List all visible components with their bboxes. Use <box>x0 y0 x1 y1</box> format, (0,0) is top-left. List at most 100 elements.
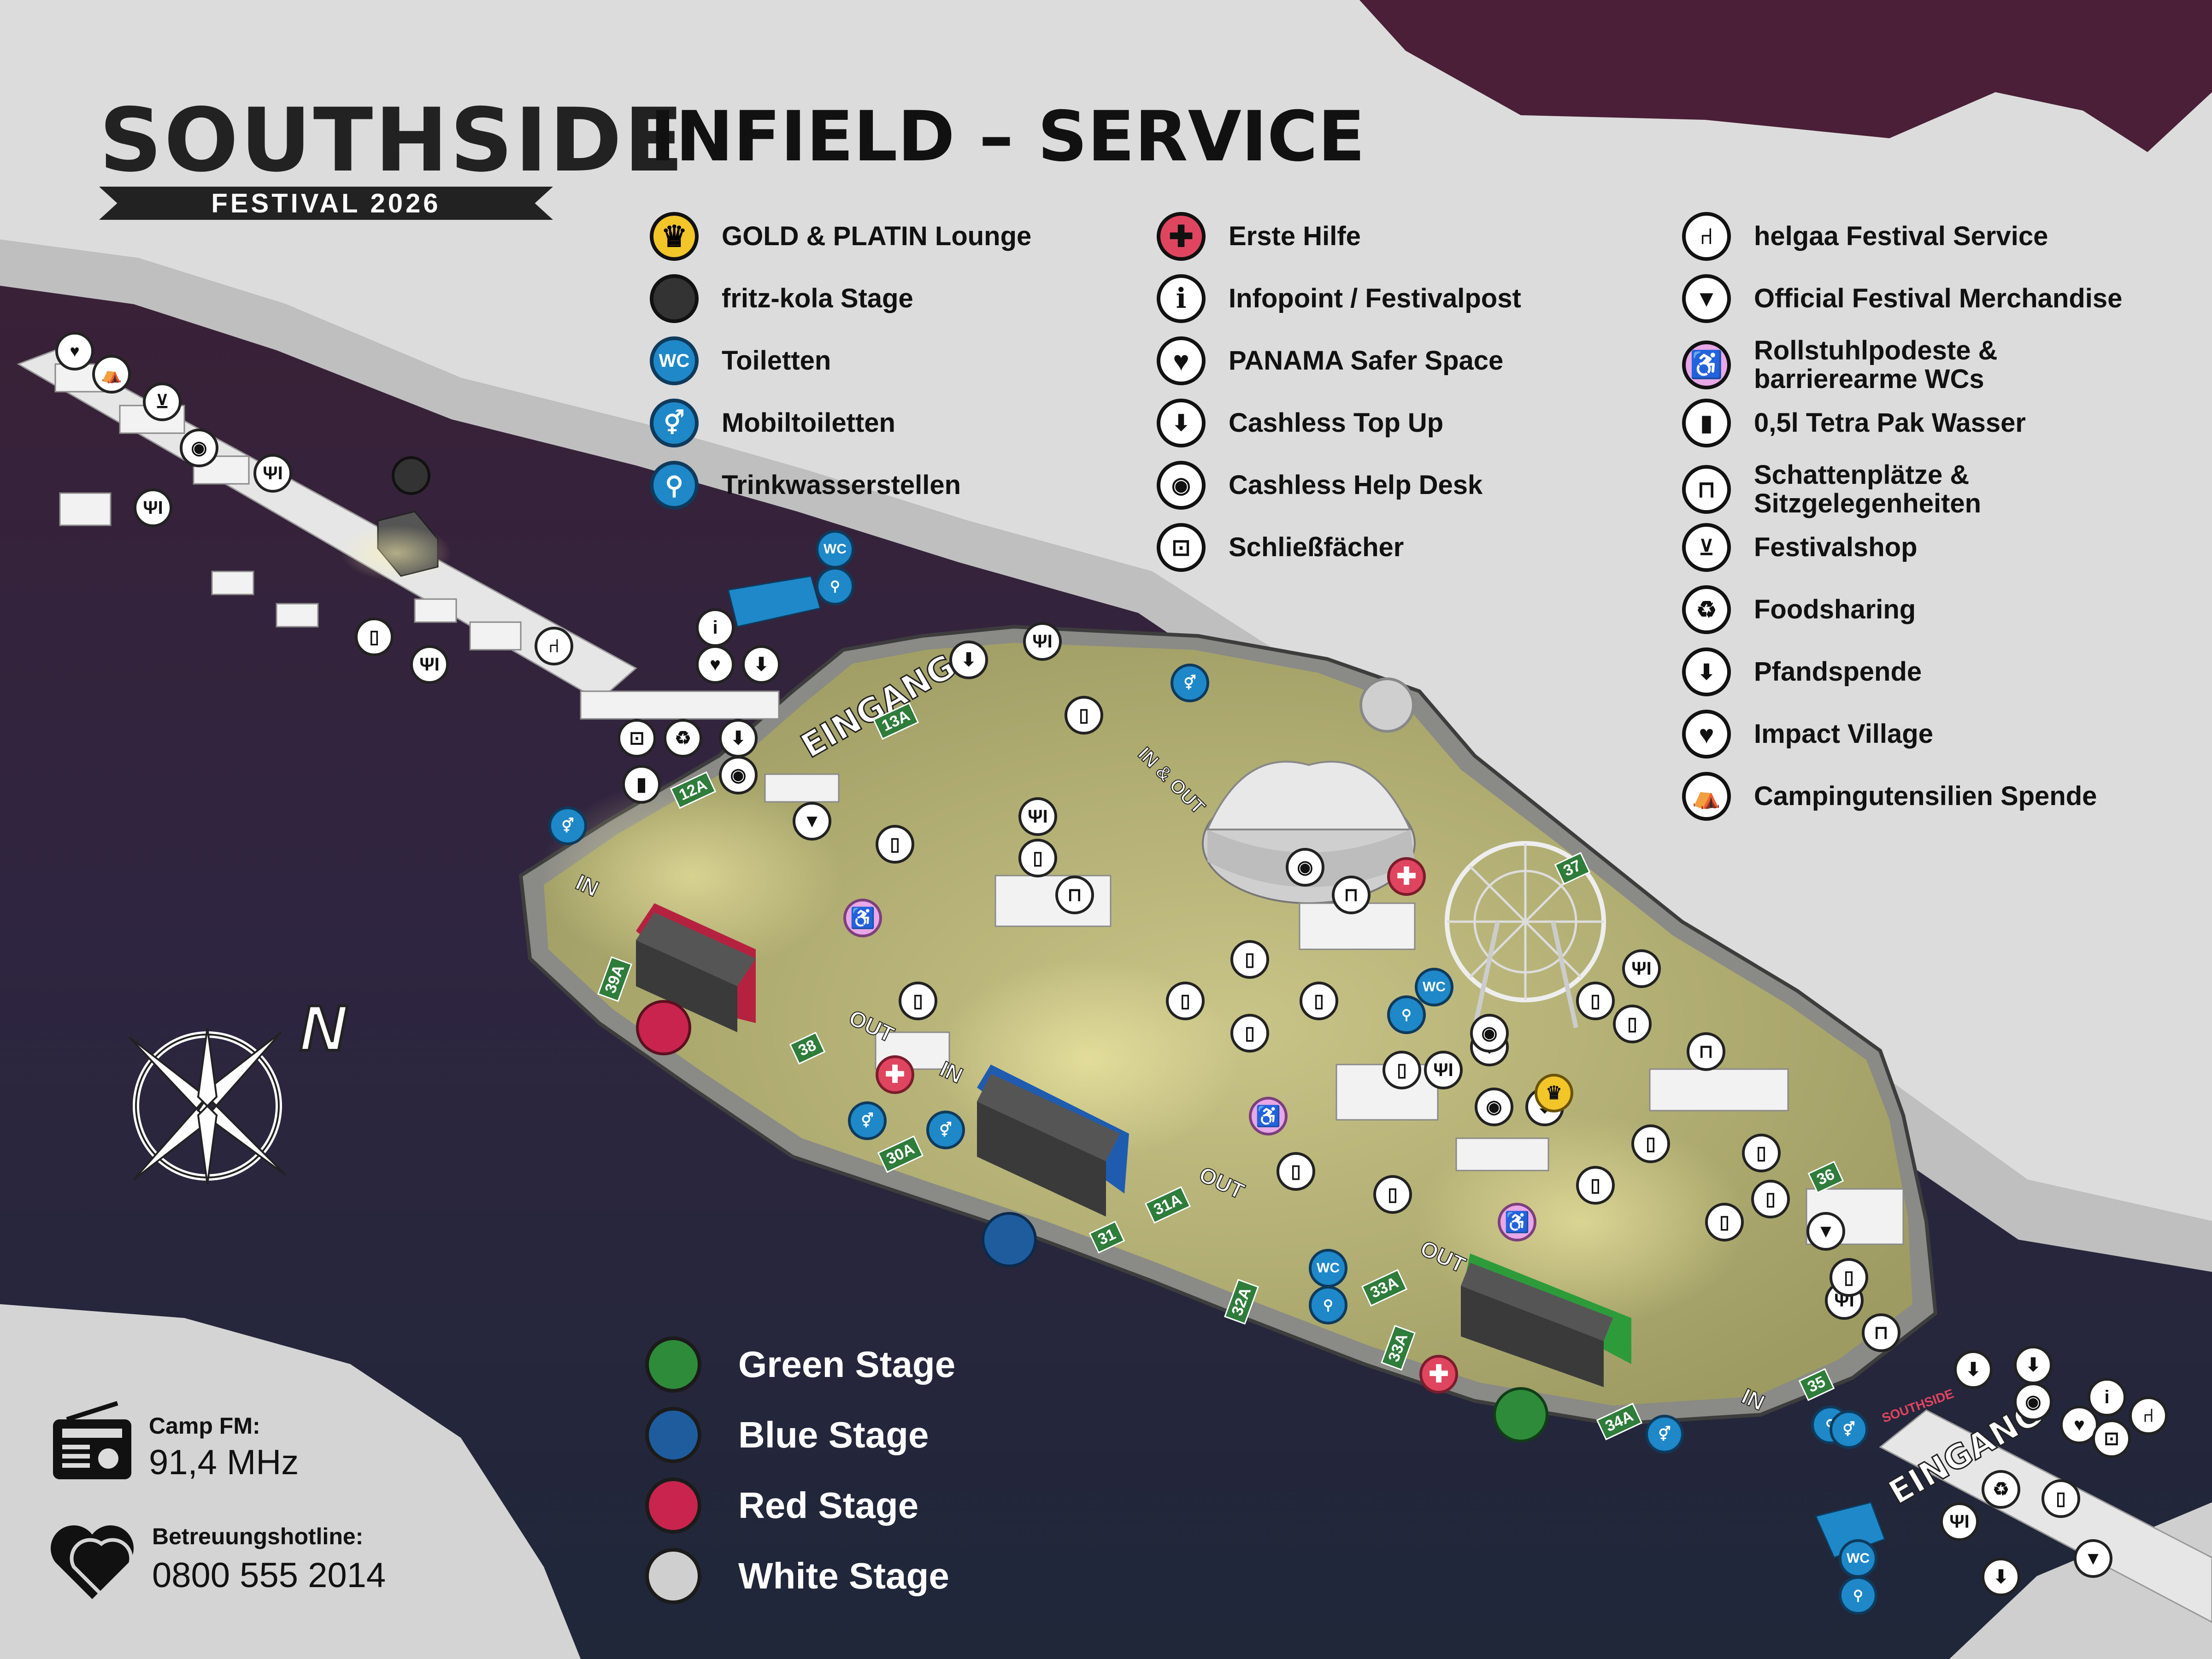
bench-icon[interactable]: ⊓ <box>1862 1313 1900 1352</box>
cashless-help-icon[interactable]: ◉ <box>1286 848 1324 887</box>
first-aid-icon[interactable]: ✚ <box>1419 1355 1458 1394</box>
drink-icon[interactable]: ▯ <box>1300 982 1338 1020</box>
mobile-toilet-icon[interactable]: ⚥ <box>848 1101 887 1140</box>
cashless-help-icon[interactable]: ◉ <box>719 756 758 794</box>
white-stage-icon[interactable] <box>1359 677 1415 733</box>
chair-icon[interactable]: ⑁ <box>535 627 573 665</box>
water-tap-icon[interactable]: ⚲ <box>1309 1286 1347 1324</box>
lock-icon[interactable]: ⊡ <box>2092 1419 2131 1458</box>
drink-icon[interactable]: ▯ <box>1230 1014 1269 1053</box>
mobile-toilet-icon[interactable]: ⚥ <box>1171 664 1209 702</box>
drink-icon[interactable]: ▯ <box>1830 1258 1868 1297</box>
cashless-topup-icon[interactable]: ⬇ <box>2014 1346 2053 1384</box>
chair-icon[interactable]: ⑁ <box>2129 1396 2168 1435</box>
fritz-kola-stage-icon[interactable] <box>392 456 430 495</box>
compass-rose <box>128 1027 287 1185</box>
water-tap-icon[interactable]: ⚲ <box>1839 1576 1877 1615</box>
cashless-help-icon[interactable]: ◉ <box>1470 1014 1509 1053</box>
bench-icon[interactable]: ⊓ <box>1332 876 1371 914</box>
water-tap-icon[interactable]: ⚲ <box>1387 995 1426 1034</box>
heart-icon[interactable]: ♥ <box>696 645 735 684</box>
service-buildings <box>54 363 1904 1245</box>
wc-icon[interactable]: WC <box>1839 1539 1877 1578</box>
shirt-icon[interactable]: ▼ <box>793 802 831 841</box>
ferris-wheel <box>1445 841 1606 1029</box>
deposit-donation-icon[interactable]: ⬇ <box>949 641 988 679</box>
wheelchair-icon[interactable]: ♿ <box>1249 1097 1288 1135</box>
info-icon[interactable]: i <box>2088 1378 2126 1417</box>
drink-icon[interactable]: ▯ <box>1018 839 1057 877</box>
cashless-topup-icon[interactable]: ⬇ <box>1982 1558 2020 1596</box>
cashless-help-icon[interactable]: ◉ <box>180 429 218 467</box>
food-icon[interactable]: ΨI <box>1622 949 1661 988</box>
wc-icon[interactable]: WC <box>1309 1249 1347 1288</box>
first-aid-icon[interactable]: ✚ <box>1387 857 1426 896</box>
blue-stage-icon[interactable] <box>982 1212 1037 1267</box>
food-icon[interactable]: ΨI <box>1940 1502 1979 1541</box>
first-aid-icon[interactable]: ✚ <box>876 1055 914 1094</box>
foodsharing-icon[interactable]: ♻ <box>1982 1470 2020 1509</box>
red-stage-icon[interactable] <box>636 1000 691 1055</box>
cart-icon[interactable]: ⊻ <box>143 382 182 421</box>
food-icon[interactable]: ΨI <box>1018 797 1057 836</box>
water-pack-icon: ▮ <box>1682 399 1731 447</box>
green-stage-icon[interactable] <box>1493 1387 1548 1442</box>
legend-label: Campingutensilien Spende <box>1754 781 2097 811</box>
drink-icon[interactable]: ▯ <box>1382 1051 1421 1089</box>
wheelchair-icon[interactable]: ♿ <box>1498 1203 1536 1241</box>
shirt-icon[interactable]: ▼ <box>1806 1212 1845 1251</box>
food-icon[interactable]: ΨI <box>253 454 292 493</box>
drink-icon[interactable]: ▯ <box>1705 1203 1744 1241</box>
drink-icon[interactable]: ▯ <box>1576 1166 1615 1205</box>
mobile-toilet-icon[interactable]: ⚥ <box>926 1111 965 1149</box>
drink-icon[interactable]: ▯ <box>899 982 937 1020</box>
mobile-toilet-icon[interactable]: ⚥ <box>1645 1415 1684 1453</box>
drink-icon[interactable]: ▯ <box>355 618 394 656</box>
mobile-toilet-icon: ⚥ <box>650 399 699 447</box>
drink-icon[interactable]: ▯ <box>1166 982 1205 1020</box>
drink-icon[interactable]: ▯ <box>1613 1005 1652 1043</box>
food-icon[interactable]: ΨI <box>1424 1051 1463 1089</box>
wc-icon[interactable]: WC <box>1415 968 1453 1006</box>
drink-icon[interactable]: ▯ <box>1373 1175 1412 1214</box>
cashless-help-icon[interactable]: ◉ <box>2014 1382 2053 1421</box>
food-icon[interactable]: ΨI <box>410 645 449 684</box>
water-tap-icon[interactable]: ⚲ <box>816 567 854 606</box>
shirt-icon[interactable]: ▼ <box>2074 1539 2112 1578</box>
cashless-topup-icon[interactable]: ⬇ <box>719 719 758 758</box>
bench-icon[interactable]: ⊓ <box>1055 876 1094 914</box>
lock-icon[interactable]: ⊡ <box>618 719 656 758</box>
mobile-toilet-icon[interactable]: ⚥ <box>1830 1410 1868 1449</box>
info-icon[interactable]: i <box>696 608 735 647</box>
drink-icon[interactable]: ▯ <box>1277 1152 1315 1191</box>
wc-icon[interactable]: WC <box>816 530 854 569</box>
legend-item-rollstuhl: ♿ Rollstuhlpodeste & barrierearme WCs <box>1682 336 1997 394</box>
drink-icon[interactable]: ▯ <box>1631 1124 1670 1163</box>
impact-village-icon[interactable]: ♥ <box>55 332 94 371</box>
drink-icon[interactable]: ▯ <box>1742 1134 1781 1172</box>
mobile-toilet-icon[interactable]: ⚥ <box>548 806 587 845</box>
festival-logo-ribbon <box>99 187 553 220</box>
food-icon[interactable]: ΨI <box>134 488 172 527</box>
food-icon[interactable]: ΨI <box>1023 622 1062 661</box>
stage-label: Red Stage <box>738 1485 919 1526</box>
cashless-help-icon[interactable]: ◉ <box>1475 1088 1513 1126</box>
drink-icon[interactable]: ▯ <box>1751 1180 1790 1218</box>
drink-icon[interactable]: ▯ <box>1576 982 1615 1020</box>
water-pack-icon[interactable]: ▮ <box>622 765 661 804</box>
legend-item-schliessfaecher: ⊡ Schließfächer <box>1157 523 1404 572</box>
foodsharing-icon[interactable]: ♻ <box>664 719 702 758</box>
deposit-donation-icon[interactable]: ⬇ <box>1954 1350 1993 1389</box>
crown-icon[interactable]: ♛ <box>1535 1074 1573 1112</box>
drink-icon[interactable]: ▯ <box>876 825 914 864</box>
deposit-donation-icon[interactable]: ⬇ <box>742 645 781 684</box>
page-title: INFIELD – SERVICE <box>650 97 1365 177</box>
legend-item-helgaa: ⑁ helgaa Festival Service <box>1682 212 2048 261</box>
drink-icon[interactable]: ▯ <box>1230 940 1269 979</box>
wheelchair-icon[interactable]: ♿ <box>843 899 882 937</box>
drink-icon[interactable]: ▯ <box>1065 696 1103 735</box>
bench-icon[interactable]: ⊓ <box>1687 1032 1725 1071</box>
legend-label: Official Festival Merchandise <box>1754 283 2123 313</box>
camping-donation-icon[interactable]: ⛺ <box>92 355 131 394</box>
drink-icon[interactable]: ▯ <box>2041 1479 2080 1518</box>
